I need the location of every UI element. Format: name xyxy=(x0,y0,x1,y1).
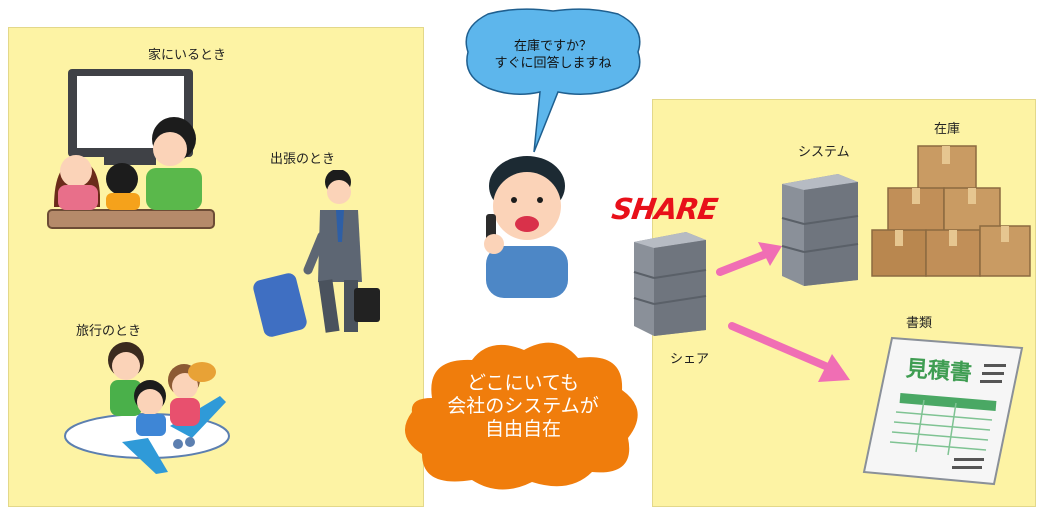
quote-document-icon xyxy=(862,336,1024,486)
share-label: シェア xyxy=(670,352,710,367)
cloud-line-1: どこにいても xyxy=(467,372,579,394)
arrow-to-documents xyxy=(728,322,850,382)
inventory-label: 在庫 xyxy=(934,122,961,137)
quote-document-title: 見積書 xyxy=(905,356,973,387)
share-server-icon xyxy=(633,232,707,336)
business-trip-label: 出張のとき xyxy=(270,152,336,167)
cloud-line-2: 会社のシステムが xyxy=(447,395,599,417)
family-tv-illustration xyxy=(47,69,215,229)
share-logo: SHARE xyxy=(609,192,720,226)
man-on-phone-illustration xyxy=(484,156,568,298)
arrow-to-system xyxy=(716,242,782,276)
speech-line-1: 在庫ですか？ xyxy=(513,39,592,54)
inventory-boxes-icon xyxy=(871,145,1031,277)
home-label: 家にいるとき xyxy=(148,48,227,63)
travel-label: 旅行のとき xyxy=(76,324,142,339)
system-label: システム xyxy=(798,145,850,160)
system-server-icon xyxy=(781,174,859,286)
business-traveler-illustration xyxy=(253,170,380,337)
speech-bubble xyxy=(465,8,641,153)
speech-line-2: すぐに回答しますね xyxy=(494,56,612,71)
cloud-line-3: 自由自在 xyxy=(484,418,561,440)
message-cloud xyxy=(404,342,638,490)
documents-label: 書類 xyxy=(906,316,933,331)
cloud-message: どこにいても 会社のシステムが 自由自在 xyxy=(418,372,628,441)
airplane-family-illustration xyxy=(64,342,230,474)
speech-bubble-text: 在庫ですか？ すぐに回答しますね xyxy=(488,38,618,72)
